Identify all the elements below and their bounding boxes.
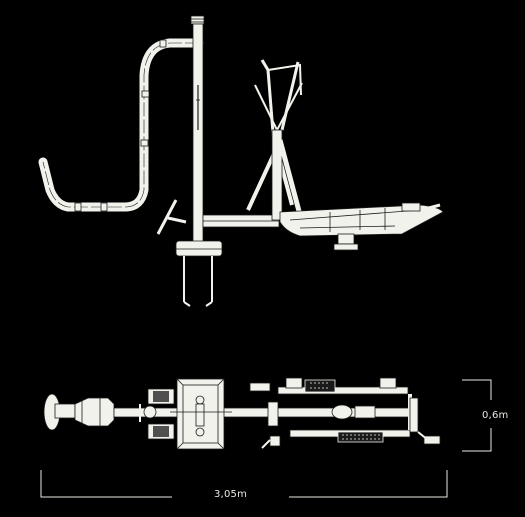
head-assembly (43, 393, 115, 431)
base-plate (170, 378, 232, 450)
swing-platform (279, 202, 444, 251)
horizontal-beam (202, 214, 280, 228)
diagonal-brace (156, 199, 187, 235)
left-pedals (139, 388, 175, 440)
side-elevation-view (38, 15, 444, 307)
width-dimension-label: 3,05m (214, 489, 248, 500)
plan-view (43, 377, 441, 450)
footplates (304, 379, 384, 443)
handlebar-pipe (38, 38, 204, 212)
base-foot (175, 240, 223, 307)
dimension-height (462, 379, 492, 452)
a-frame-legs (246, 59, 303, 221)
dimension-width (40, 470, 448, 498)
right-end (409, 397, 441, 445)
height-dimension-label: 0,6m (482, 410, 509, 421)
main-post (190, 15, 205, 245)
